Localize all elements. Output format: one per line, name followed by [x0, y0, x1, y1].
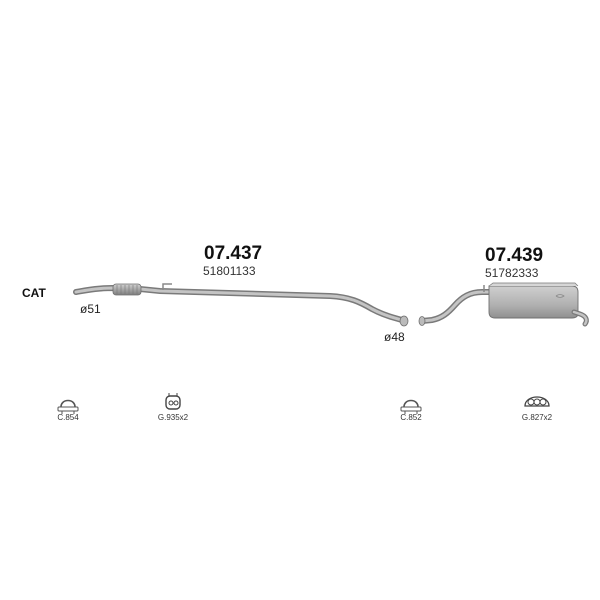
front-pipe-07437[interactable]	[73, 283, 409, 327]
rubber-hanger-icon	[165, 393, 181, 410]
accessory-code-g827: G.827x2	[521, 413, 553, 422]
accessory-code-c852: C.852	[400, 413, 422, 422]
oem-number-rear-silencer: 51782333	[485, 266, 539, 280]
part-number-front-pipe[interactable]: 07.437	[204, 243, 263, 264]
accessory-code-g935: G.935x2	[157, 413, 189, 422]
oem-number-front-pipe: 51801133	[203, 264, 256, 278]
rubber-mount-icon	[524, 396, 550, 407]
clamp-icon	[57, 399, 79, 414]
accessory-code-c854: C.854	[57, 413, 79, 422]
part-number-rear-silencer[interactable]: 07.439	[485, 245, 544, 266]
rear-silencer-07439[interactable]	[418, 282, 589, 327]
clamp-icon	[400, 399, 422, 414]
cat-label: CAT	[22, 286, 46, 300]
joint-diameter-label: ø48	[384, 330, 405, 344]
pipe-hanger	[162, 283, 172, 290]
flex-joint	[112, 283, 142, 296]
inlet-diameter-label: ø51	[80, 302, 101, 316]
